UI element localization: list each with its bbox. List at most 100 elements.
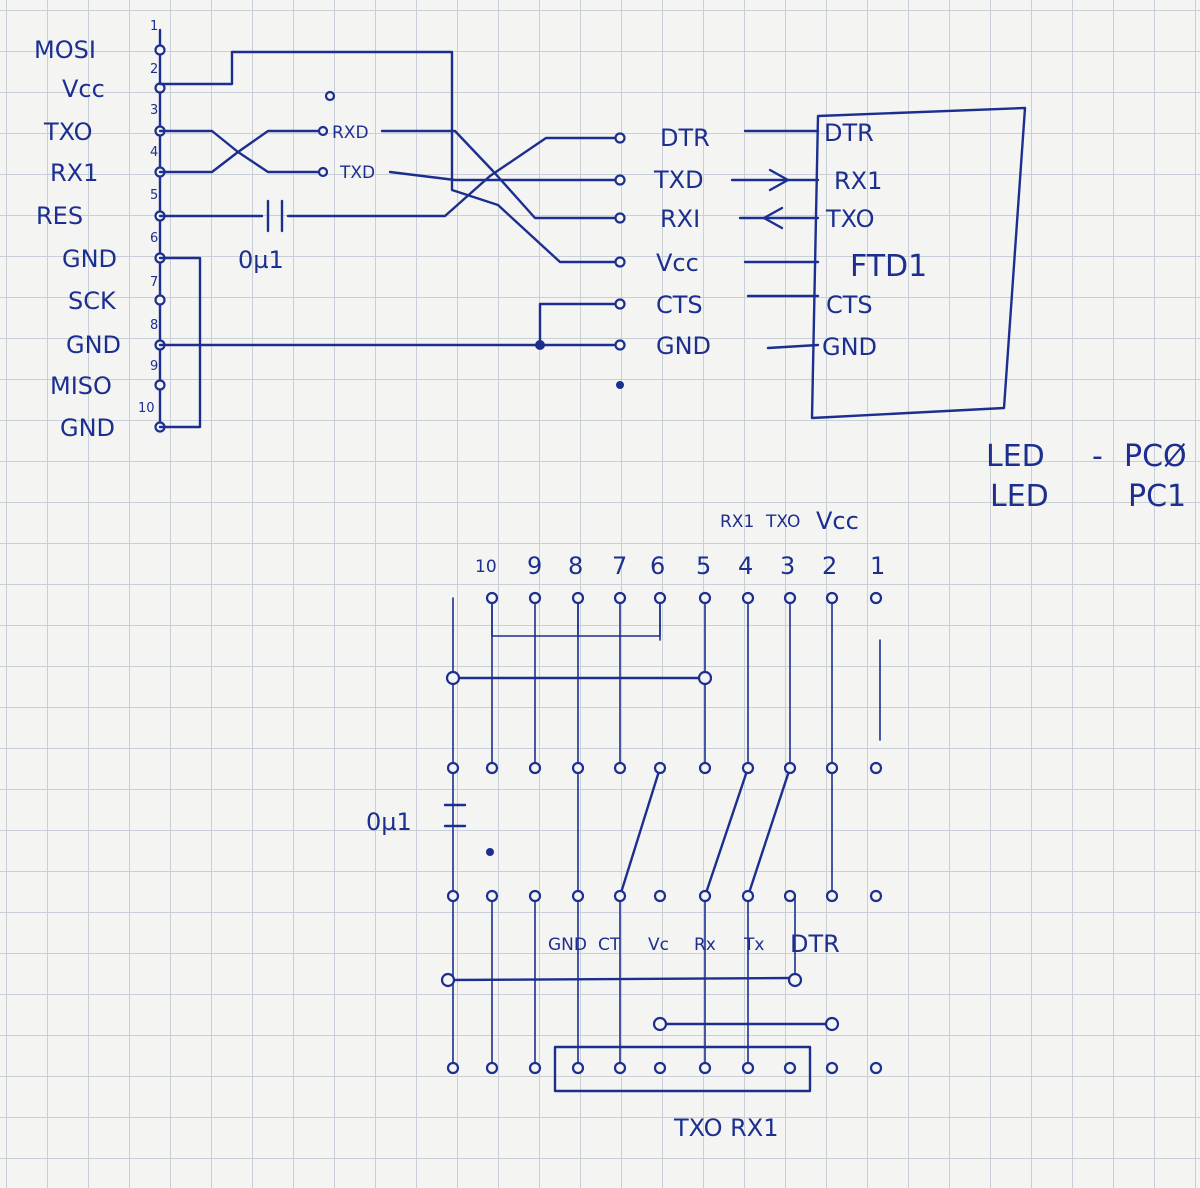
mid-node-txd bbox=[317, 166, 329, 178]
diag-jumper-2 bbox=[703, 766, 750, 898]
gnd-bracket bbox=[491, 599, 661, 637]
header-pin-extra bbox=[616, 381, 624, 389]
led-port-2: PC1 bbox=[1128, 479, 1186, 514]
isp-label-8: GND bbox=[66, 331, 121, 359]
board-bottom-label: TXO RX1 bbox=[673, 1114, 778, 1142]
arrow-right-icon bbox=[768, 168, 790, 192]
isp-num-7: 7 bbox=[150, 275, 158, 290]
jumper-end-4 bbox=[787, 972, 803, 988]
jumper-end-2 bbox=[697, 670, 713, 686]
ftdi-name: FTD1 bbox=[850, 249, 927, 284]
isp-num-10: 10 bbox=[138, 401, 155, 416]
header-to-ftdi-links bbox=[730, 129, 820, 350]
board-hole-r3-c10 bbox=[825, 889, 839, 903]
board-mid-label-tx: Tx bbox=[743, 935, 764, 955]
board-hole-r4-c7 bbox=[698, 1061, 712, 1075]
header-pin-cts bbox=[614, 298, 626, 310]
cap-label-top: 0µ1 bbox=[238, 246, 284, 274]
board-labels: RX1 TXO Vcc 10 9 8 7 6 5 4 3 2 1 0µ1 GND… bbox=[366, 507, 885, 1142]
board-mid-label-vc: Vc bbox=[648, 935, 669, 955]
jumper-end-6 bbox=[824, 1016, 840, 1032]
board-hole-r1-c4 bbox=[571, 591, 585, 605]
isp-num-2: 2 bbox=[150, 62, 158, 77]
board-hole-r1-c9 bbox=[783, 591, 797, 605]
jumper-end-3 bbox=[440, 972, 456, 988]
board-cap-label: 0µ1 bbox=[366, 808, 412, 836]
board-col-3: 3 bbox=[780, 552, 795, 580]
board-hole-r1-c5 bbox=[613, 591, 627, 605]
mid-node-rxd bbox=[317, 125, 329, 137]
cts-gnd-wire bbox=[538, 302, 618, 347]
board-col-4: 4 bbox=[738, 552, 753, 580]
board-hole-r1-c7 bbox=[698, 591, 712, 605]
board-hole-r2-c1 bbox=[446, 761, 460, 775]
board-mid-label-dtr: DTR bbox=[790, 930, 840, 958]
led-label-1: LED bbox=[986, 439, 1045, 474]
isp-pin-7 bbox=[154, 294, 166, 306]
board-hole-r2-c11 bbox=[869, 761, 883, 775]
mid-label-rxd: RXD bbox=[332, 123, 369, 143]
board-hole-r3-c1 bbox=[446, 889, 460, 903]
isp-num-3: 3 bbox=[150, 103, 158, 118]
jumper-row-2 bbox=[446, 976, 797, 982]
board-col-9: 9 bbox=[527, 552, 542, 580]
header-pin-txd bbox=[614, 174, 626, 186]
board-hole-r2-c7 bbox=[698, 761, 712, 775]
bottom-header-outline bbox=[553, 1045, 812, 1093]
isp-pin-1 bbox=[154, 44, 166, 56]
board-mid-label-gnd: GND bbox=[548, 935, 587, 955]
board-holes bbox=[440, 591, 883, 1075]
header-label-cts: CTS bbox=[656, 291, 703, 319]
board-hole-r1-c6 bbox=[653, 591, 667, 605]
board-hole-r4-c9 bbox=[783, 1061, 797, 1075]
ftdi-module: DTR RX1 TXO CTS GND FTD1 bbox=[810, 106, 1027, 420]
board-col-5: 5 bbox=[696, 552, 711, 580]
header-pin-dtr bbox=[614, 132, 626, 144]
board-hole-r2-c4 bbox=[571, 761, 585, 775]
diag-jumper-1 bbox=[618, 766, 662, 898]
header-pin-rxi bbox=[614, 212, 626, 224]
board-col-10: 10 bbox=[475, 557, 497, 577]
board-mid-label-ct: CT bbox=[598, 935, 621, 955]
board-top-label-rx1: RX1 bbox=[720, 512, 754, 532]
isp-label-1: MOSI bbox=[34, 36, 96, 64]
jumper-end-1 bbox=[445, 670, 461, 686]
isp-label-5: RES bbox=[36, 202, 83, 230]
board-hole-r1-c3 bbox=[528, 591, 542, 605]
isp-label-10: GND bbox=[60, 414, 115, 442]
gnd-bus bbox=[158, 256, 202, 429]
arrow-left-icon bbox=[762, 206, 784, 230]
board-col-8: 8 bbox=[568, 552, 583, 580]
board-hole-r4-c4 bbox=[571, 1061, 585, 1075]
board-hole-r2-c6 bbox=[653, 761, 667, 775]
isp-num-4: 4 bbox=[150, 145, 158, 160]
board-hole-r3-c3 bbox=[528, 889, 542, 903]
board-hole-r4-c11 bbox=[869, 1061, 883, 1075]
diag-jumper-3 bbox=[746, 766, 792, 898]
board-cap-end bbox=[486, 848, 494, 856]
isp-label-2: Vcc bbox=[62, 75, 105, 103]
isp-label-9: MISO bbox=[50, 372, 112, 400]
vcc-wire bbox=[158, 50, 618, 264]
board-col-7: 7 bbox=[612, 552, 627, 580]
rx1-to-rxd-wire bbox=[158, 129, 320, 174]
board-hole-r3-c4 bbox=[571, 889, 585, 903]
mid-node-spare bbox=[324, 90, 336, 102]
isp-num-8: 8 bbox=[150, 318, 158, 333]
board-hole-r4-c10 bbox=[825, 1061, 839, 1075]
header-pin-gnd bbox=[614, 339, 626, 351]
board-wires bbox=[443, 597, 881, 1093]
isp-connector: MOSI Vcc TXO RX1 RES GND SCK GND MISO GN… bbox=[34, 19, 166, 442]
ftdi-label-dtr: DTR bbox=[824, 119, 874, 147]
board-hole-r2-c5 bbox=[613, 761, 627, 775]
board-hole-r1-c11 bbox=[869, 591, 883, 605]
isp-num-5: 5 bbox=[150, 188, 158, 203]
txd-to-txd-wire bbox=[388, 170, 618, 182]
board-hole-r2-c10 bbox=[825, 761, 839, 775]
isp-label-3: TXO bbox=[43, 118, 92, 146]
led-notes: LED - PCØ LED PC1 bbox=[986, 439, 1187, 514]
header-label-txd: TXD bbox=[653, 166, 704, 194]
board-hole-r4-c8 bbox=[741, 1061, 755, 1075]
header-pin-vcc bbox=[614, 256, 626, 268]
